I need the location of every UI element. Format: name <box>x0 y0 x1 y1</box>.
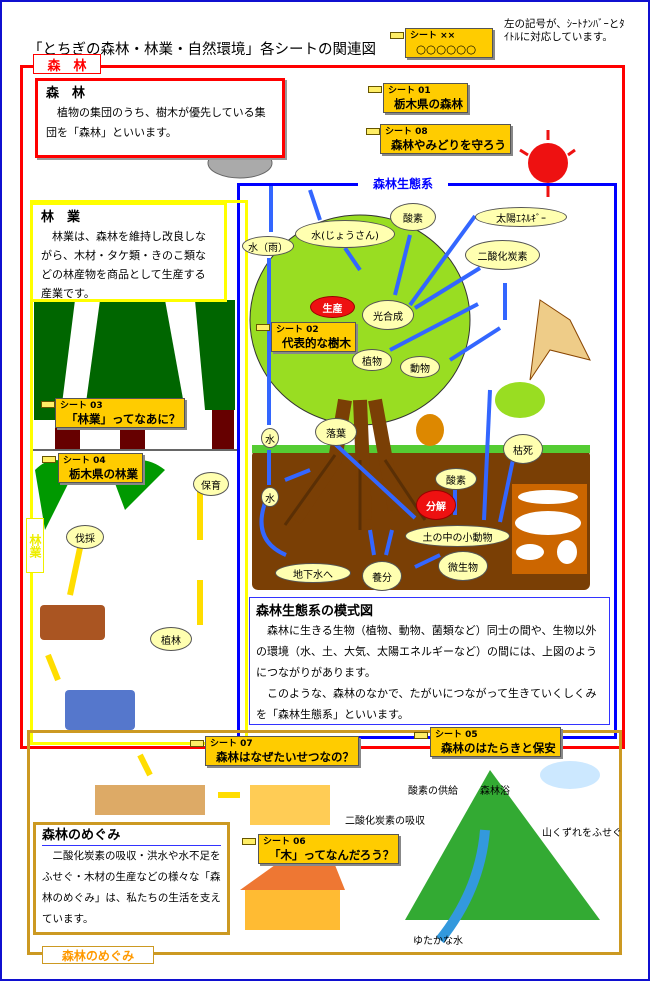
label-abundant-water: ゆたかな水 <box>413 936 463 947</box>
benefits-definition-body: 二酸化炭素の吸収・洪水や水不足をふせぐ・木材の生産などの様々な「森林のめぐみ」は… <box>42 850 221 925</box>
lumber-icon <box>95 785 205 815</box>
forestry-definition-body: 林業は、森林を維持し改良しながら、木材・タケ類・きのこ類などの林産物を商品として… <box>41 230 206 300</box>
label-withering: 枯死 <box>503 434 543 464</box>
legend-sheet-num: シート ×× <box>410 31 456 41</box>
label-oxygen: 酸素 <box>390 203 436 231</box>
ecosystem-definition-p1: 森林に生きる生物（植物、動物、菌類など）同士の間や、生物以外の環境（水、土、大気… <box>256 624 597 679</box>
sheet-arrow-icon <box>190 740 204 747</box>
benefits-frame-label: 森林のめぐみ <box>42 946 154 964</box>
house-icon <box>240 865 345 890</box>
legend-sheet-box: シート ×× ○○○○○○ <box>405 28 493 58</box>
forest-definition: 森 林 植物の集団のうち、樹木が優先している集団を「森林」といいます。 <box>35 78 285 158</box>
label-oxygen-soil: 酸素 <box>435 468 477 490</box>
squirrel-icon <box>416 414 444 446</box>
page-title: 「とちぎの森林・林業・自然環境」各シートの関連図 <box>28 42 376 58</box>
truck-icon <box>65 690 135 730</box>
label-planting: 植林 <box>150 627 192 651</box>
sheet-arrow-icon <box>366 128 380 135</box>
sheet-arrow-icon <box>42 456 56 463</box>
forest-definition-body: 植物の集団のうち、樹木が優先している集団を「森林」といいます。 <box>46 106 266 139</box>
label-groundwater: 地下水へ <box>275 563 351 583</box>
sheet-link-03[interactable]: シート 03「林業」ってなあに？ <box>55 398 186 428</box>
benefits-definition: 森林のめぐみ 二酸化炭素の吸収・洪水や水不足をふせぐ・木材の生産などの様々な「森… <box>33 822 230 935</box>
label-fallen-leaves: 落葉 <box>315 418 357 446</box>
sheet-arrow-icon <box>368 86 382 93</box>
label-landslide-prevention: 山くずれをふせぐ <box>542 828 622 839</box>
forestry-frame-label: 林業 <box>26 518 44 573</box>
label-evaporation: 水(じょうさん) <box>295 220 395 248</box>
label-soil-animals: 土の中の小動物 <box>405 525 510 547</box>
label-water: 水 <box>261 428 279 448</box>
sheet-arrow-icon <box>414 732 428 739</box>
label-animals: 動物 <box>400 356 440 378</box>
label-decomposition: 分解 <box>416 490 456 520</box>
ecosystem-definition-p2: このような、森林のなかで、たがいにつながって生きていくしくみを「森林生態系」とい… <box>256 687 597 721</box>
label-photosynthesis: 光合成 <box>362 300 414 330</box>
sheet-arrow-icon <box>41 401 55 408</box>
legend-note: 左の記号が、ｼｰﾄﾅﾝﾊﾞｰとﾀｲﾄﾙに対応しています。 <box>504 18 625 43</box>
label-rain: 水（雨） <box>242 236 294 256</box>
flow-arrows <box>259 185 517 569</box>
sheet-arrow-icon <box>256 324 270 331</box>
label-oxygen-supply: 酸素の供給 <box>408 786 458 797</box>
label-microbes: 微生物 <box>438 551 488 581</box>
ecosystem-illustration <box>40 130 600 944</box>
forestry-frame <box>30 200 248 745</box>
sheet-arrow-icon <box>242 838 256 845</box>
forest-definition-heading: 森 林 <box>46 86 86 101</box>
sheet-link-06[interactable]: シート 06「木」ってなんだろう？ <box>258 834 400 864</box>
label-forest-bathing: 森林浴 <box>480 786 510 797</box>
forest-frame-label: 森 林 <box>33 54 101 74</box>
benefits-frame <box>27 730 622 955</box>
logs-icon <box>40 605 105 640</box>
ecosystem-frame-label: 森林生態系 <box>358 175 448 192</box>
hawk-icon <box>529 299 591 381</box>
benefits-definition-heading: 森林のめぐみ <box>42 827 221 846</box>
label-tending: 保育 <box>193 472 229 496</box>
label-solar-energy: 太陽ｴﾈﾙｷﾞｰ <box>475 207 567 227</box>
sun-icon <box>528 143 568 183</box>
label-plants: 植物 <box>352 349 392 371</box>
desk-chair-icon <box>250 785 330 825</box>
forestry-definition: 林 業 林業は、森林を維持し改良しながら、木材・タケ類・きのこ類などの林産物を商… <box>30 202 227 302</box>
ecosystem-definition: 森林生態系の模式図 森林に生きる生物（植物、動物、菌類など）同士の間や、生物以外… <box>249 597 610 725</box>
rain-cloud-icon <box>540 761 600 789</box>
ecosystem-definition-heading: 森林生態系の模式図 <box>256 604 374 619</box>
label-logging: 伐採 <box>66 525 104 549</box>
mountain-icon <box>405 770 600 920</box>
forestry-definition-heading: 林 業 <box>41 210 81 225</box>
label-water: 水 <box>261 487 279 507</box>
label-co2: 二酸化炭素 <box>465 240 540 270</box>
sheet-arrow-icon <box>390 32 404 39</box>
label-nutrients: 養分 <box>362 561 402 591</box>
label-production: 生産 <box>310 296 355 318</box>
legend-sheet-name: ○○○○○○ <box>416 42 477 56</box>
label-co2-absorption: 二酸化炭素の吸収 <box>345 816 425 827</box>
